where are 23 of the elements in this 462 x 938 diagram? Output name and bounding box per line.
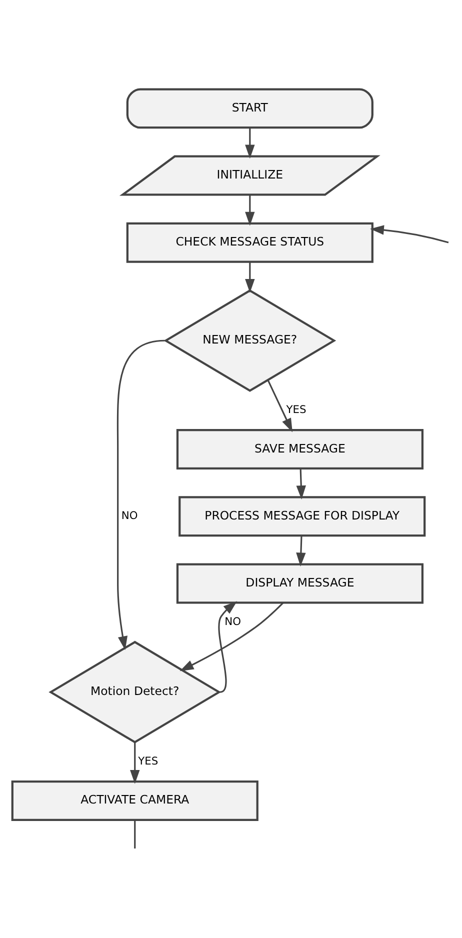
arrow	[370, 224, 449, 243]
arrow	[245, 127, 255, 158]
edge-label: NO	[121, 508, 138, 522]
node-box: PROCESS MESSAGE FOR DISPLAY	[178, 496, 426, 536]
node-diamond: Motion Detect?	[48, 640, 222, 743]
arrow	[296, 535, 306, 566]
arrow	[245, 194, 255, 226]
edge-label: YES	[286, 402, 306, 416]
edge-label: YES	[138, 754, 158, 768]
node-box: START	[126, 88, 374, 128]
node-box: DISPLAY MESSAGE	[176, 562, 424, 604]
node-box: CHECK MESSAGE STATUS	[126, 222, 374, 262]
arrow	[130, 742, 140, 784]
arrow	[267, 379, 292, 432]
arrow	[245, 262, 255, 292]
arrow	[116, 339, 165, 650]
arrow	[180, 602, 284, 671]
node-diamond: NEW MESSAGE?	[164, 288, 336, 392]
edge-label: NO	[224, 614, 242, 628]
node-box: ACTIVATE CAMERA	[11, 780, 258, 820]
node-box: SAVE MESSAGE	[176, 428, 424, 469]
connector	[134, 820, 136, 848]
arrow	[296, 468, 306, 499]
